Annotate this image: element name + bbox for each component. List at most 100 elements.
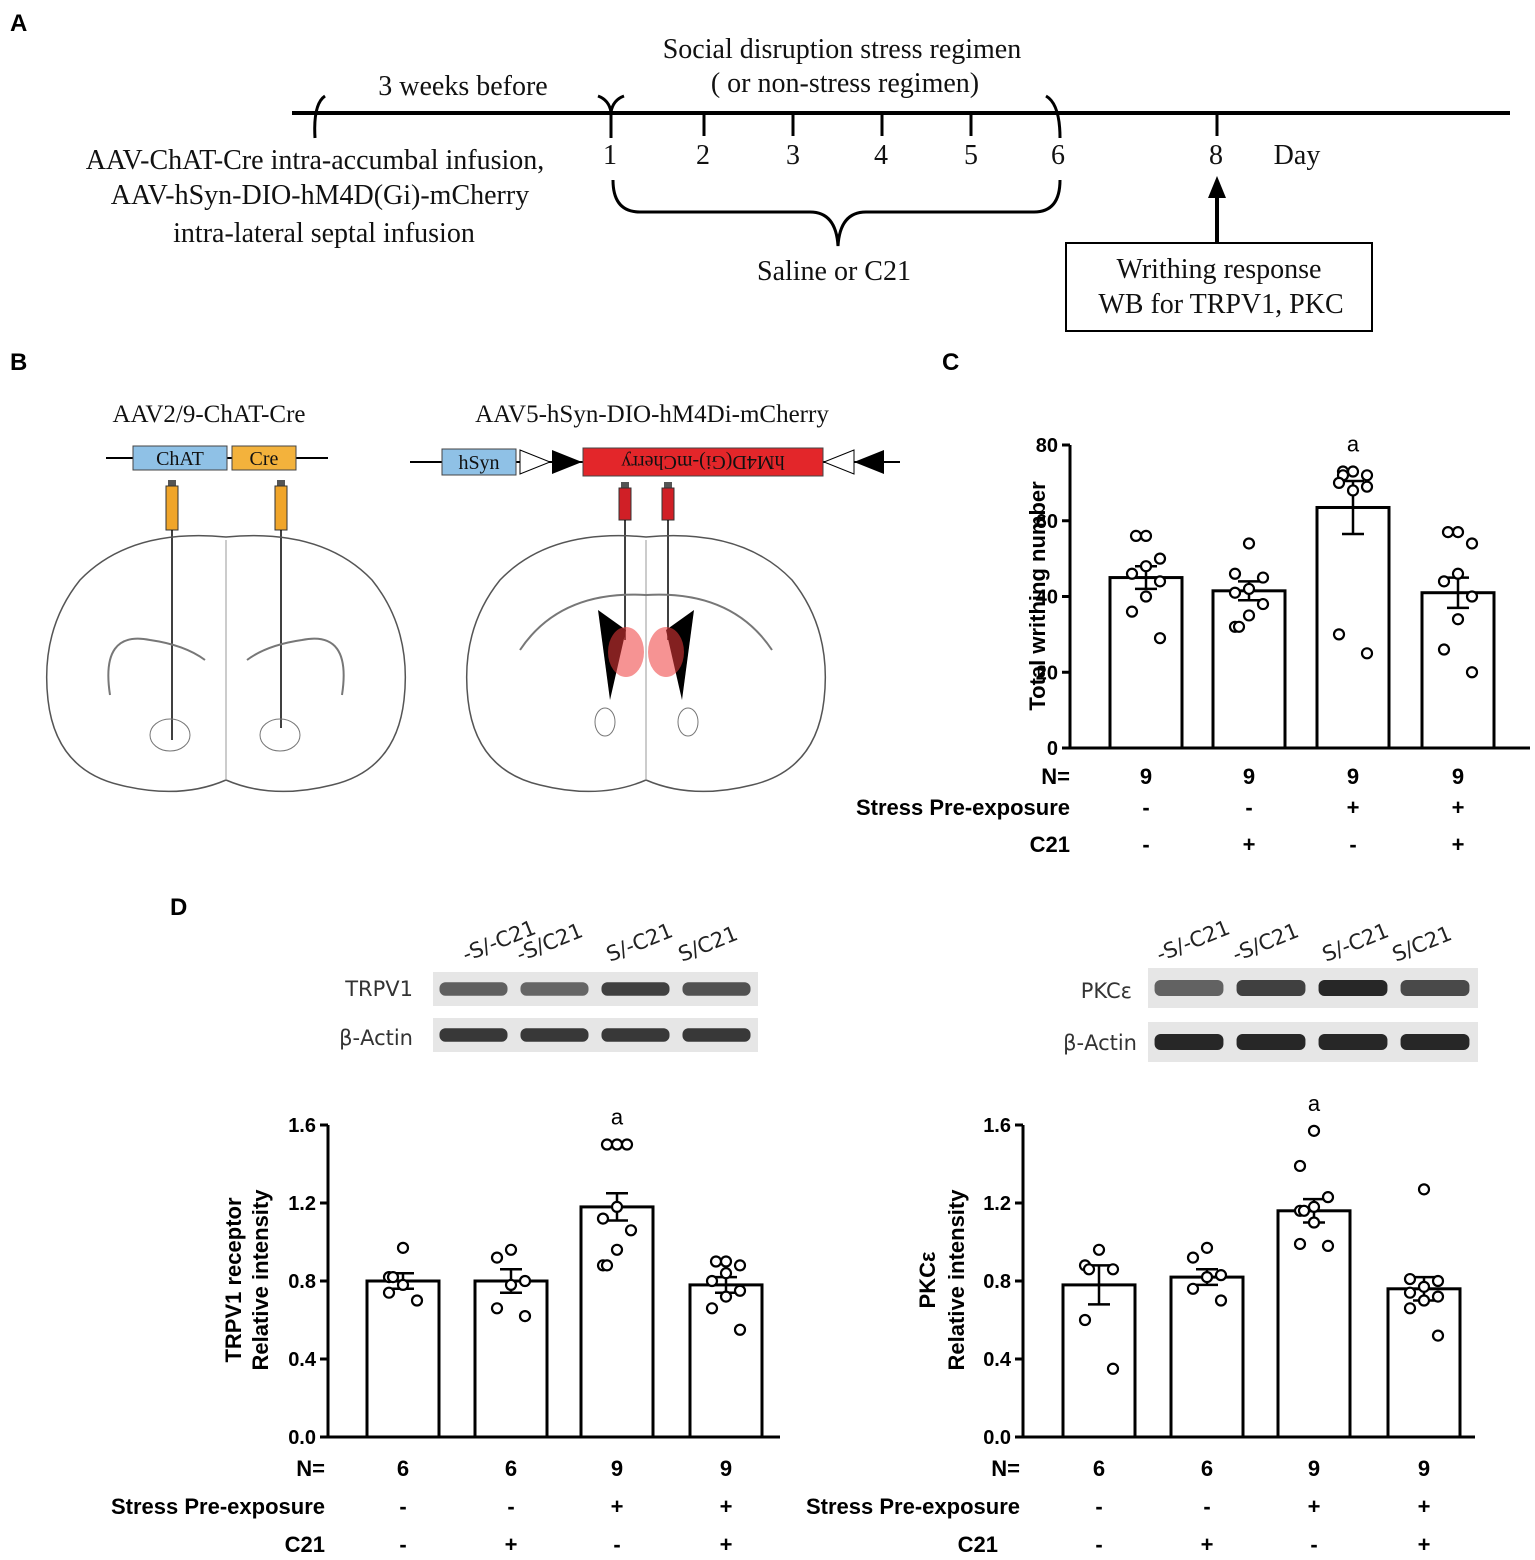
pkc-n-label: N=	[991, 1456, 1020, 1481]
loxp-1	[519, 449, 552, 475]
trpv1-target-label: TRPV1	[344, 977, 413, 1001]
pkc-stress-value: -	[1203, 1494, 1210, 1519]
pkc-stress-value: +	[1418, 1494, 1431, 1519]
treatment-label: Saline or C21	[757, 256, 911, 287]
pkc-bar	[1276, 1209, 1352, 1439]
writhing-data-point	[1332, 476, 1346, 489]
writhing-data-point	[1139, 590, 1153, 603]
regimen-label: Social disruption stress regimen	[663, 34, 1022, 65]
trpv1-data-point	[596, 1212, 610, 1225]
pkc-data-point	[1297, 1204, 1311, 1217]
pkc-data-point	[1214, 1294, 1228, 1307]
lox2272-1	[552, 450, 582, 474]
mcherry-box-label: hM4D(Gi)-mCherry	[621, 451, 784, 473]
pkc-y-tick-label: 1.6	[983, 1115, 1011, 1137]
pkc-loading-band	[1318, 1034, 1388, 1050]
left-construct-title: AAV2/9-ChAT-Cre	[112, 401, 305, 428]
writhing-data-point	[1242, 582, 1256, 596]
trpv1-c21-value: -	[399, 1532, 406, 1557]
writhing-data-point	[1360, 647, 1374, 660]
pkc-data-point	[1431, 1329, 1445, 1342]
pkc-blot: -S/-C21 -S/C21 S/-C21 S/C21 PKCε β-Actin	[1063, 916, 1478, 1062]
trpv1-y-tick-label: 0.0	[288, 1427, 316, 1449]
pkc-data-point	[1186, 1251, 1200, 1264]
pkc-data-point	[1321, 1191, 1335, 1204]
right-corpus-callosum	[519, 593, 773, 651]
writhing-data-point	[1346, 484, 1360, 497]
writhing-data-point	[1465, 666, 1479, 679]
writhing-data-point	[1441, 526, 1455, 539]
trpv1-plot-area: 0.00.40.81.21.66--6-+a9+-9++	[288, 1105, 780, 1557]
trpv1-blot-strips	[433, 972, 758, 1052]
before-label: 3 weeks before	[378, 71, 547, 102]
right-syringe-1	[618, 482, 632, 640]
writhing-data-point	[1360, 469, 1374, 482]
left-syringe-1	[165, 480, 179, 740]
right-construct-title: AAV5-hSyn-DIO-hM4Di-mCherry	[475, 401, 829, 428]
trpv1-n-label: N=	[296, 1456, 325, 1481]
writhing-data-point	[1232, 620, 1246, 633]
writhing-data-point	[1360, 480, 1374, 493]
trpv1-data-point	[733, 1323, 747, 1336]
pkc-n-value: 6	[1201, 1456, 1213, 1481]
panel-label-c: C	[942, 349, 960, 376]
trpv1-stress-value: -	[399, 1494, 406, 1519]
cre-box	[231, 445, 297, 471]
pkc-data-point	[1078, 1313, 1092, 1327]
left-corpus-callosum-r	[246, 637, 345, 696]
pkc-data-point	[1417, 1183, 1431, 1196]
pkc-data-point	[1200, 1241, 1214, 1254]
trpv1-bar	[579, 1205, 655, 1439]
pkc-c21-value: +	[1418, 1532, 1431, 1557]
writhing-data-point	[1228, 586, 1242, 599]
trpv1-stress-value: -	[507, 1494, 514, 1519]
timeline-bracket-mid	[597, 94, 625, 113]
panel-label-b: B	[10, 349, 28, 376]
pkc-n-value: 9	[1308, 1456, 1320, 1481]
trpv1-lane-label-4: S/C21	[675, 921, 741, 966]
trpv1-target-band	[601, 982, 670, 996]
pkc-bar	[1386, 1287, 1462, 1439]
trpv1-data-point	[733, 1259, 747, 1272]
pkc-data-point	[1200, 1271, 1214, 1284]
trpv1-y-axis-title-1: TRPV1 receptor	[221, 1197, 246, 1362]
regimen-sublabel: ( or non-stress regimen)	[711, 68, 979, 99]
writhing-data-point	[1139, 560, 1153, 573]
chat-box-label: ChAT	[156, 448, 204, 470]
panel-label-a: A	[10, 10, 28, 37]
pkc-data-point	[1431, 1274, 1445, 1288]
outcome-box	[1065, 242, 1373, 332]
trpv1-bar	[365, 1279, 441, 1439]
pkc-loading-band	[1400, 1034, 1470, 1050]
pkc-c21-value: -	[1310, 1532, 1317, 1557]
timeline-diagram: 3 weeks before Social disruption stress …	[86, 34, 1510, 332]
writhing-data-point	[1437, 575, 1451, 588]
day-label-4: 4	[874, 140, 888, 171]
trpv1-data-point	[709, 1255, 723, 1268]
writhing-stress-value: +	[1452, 795, 1465, 820]
writhing-data-point	[1153, 552, 1167, 565]
trpv1-data-point	[719, 1255, 733, 1268]
writhing-n-value: 9	[1452, 764, 1464, 789]
hsyn-promoter-box	[441, 448, 517, 476]
pkc-data-point	[1082, 1263, 1096, 1276]
trpv1-data-point	[610, 1138, 624, 1151]
infusion-line-1: AAV-ChAT-Cre intra-accumbal infusion,	[86, 145, 545, 176]
pkc-data-point	[1403, 1286, 1417, 1299]
pkc-lane-label-2: -S/C21	[1229, 918, 1302, 966]
writhing-stress-value: -	[1245, 795, 1252, 820]
trpv1-data-point	[620, 1138, 634, 1151]
right-septum-spot-l	[608, 627, 644, 677]
pkc-data-point	[1293, 1159, 1307, 1173]
trpv1-n-value: 9	[611, 1456, 623, 1481]
pkc-stress-value: -	[1095, 1494, 1102, 1519]
pkc-y-tick-label: 0.0	[983, 1427, 1011, 1449]
writhing-data-point	[1129, 529, 1143, 542]
writhing-y-tick-label: 60	[1036, 511, 1058, 533]
pkc-y-axis-title-2: Relative intensity	[944, 1189, 969, 1371]
writhing-data-point	[1139, 529, 1153, 542]
trpv1-loading-band	[682, 1028, 751, 1042]
writhing-y-tick-label: 40	[1036, 587, 1058, 609]
writhing-data-point	[1437, 643, 1451, 656]
